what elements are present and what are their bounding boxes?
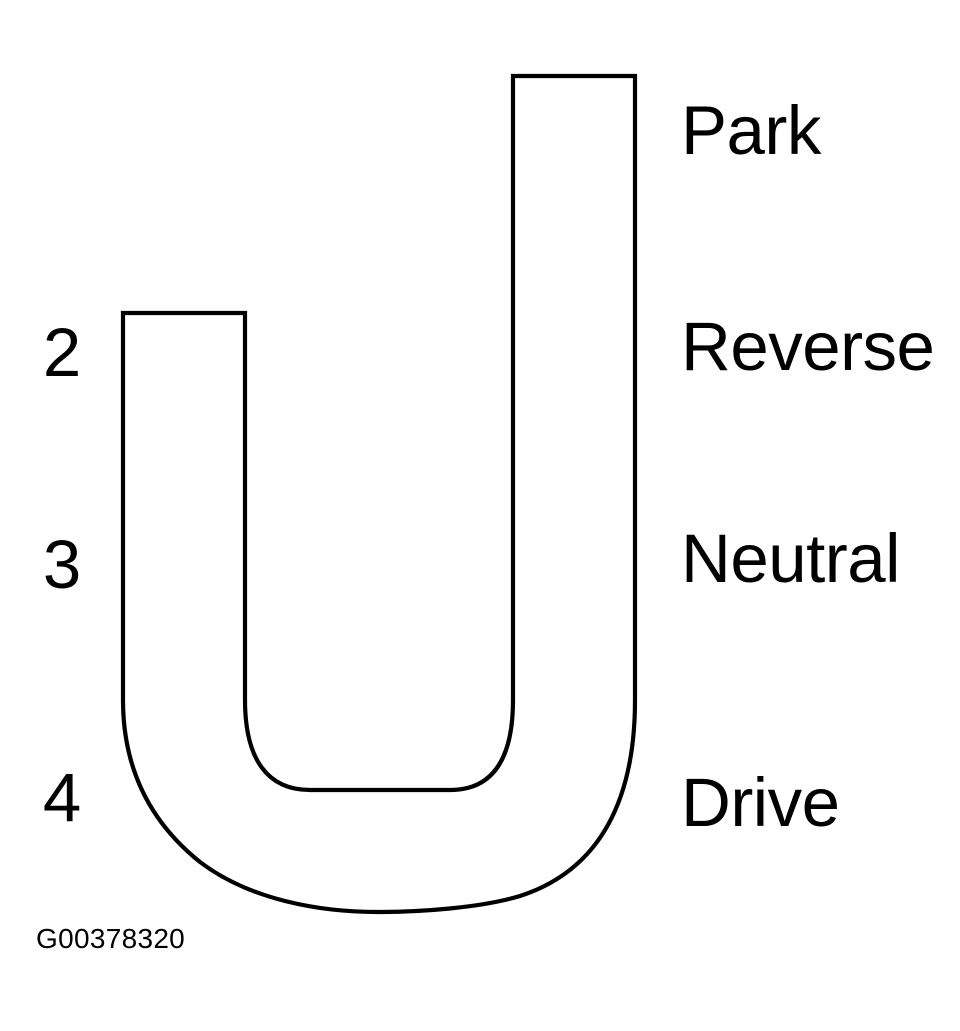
figure-id-code: G00378320: [36, 923, 186, 954]
gate-outer-contour: [120, 73, 638, 915]
label-gear-2: 2: [42, 314, 82, 391]
label-gear-4: 4: [42, 759, 82, 836]
label-park: Park: [681, 92, 821, 169]
label-gear-3: 3: [42, 526, 82, 603]
label-drive: Drive: [681, 764, 840, 841]
label-reverse: Reverse: [681, 308, 935, 385]
label-neutral: Neutral: [681, 520, 900, 597]
